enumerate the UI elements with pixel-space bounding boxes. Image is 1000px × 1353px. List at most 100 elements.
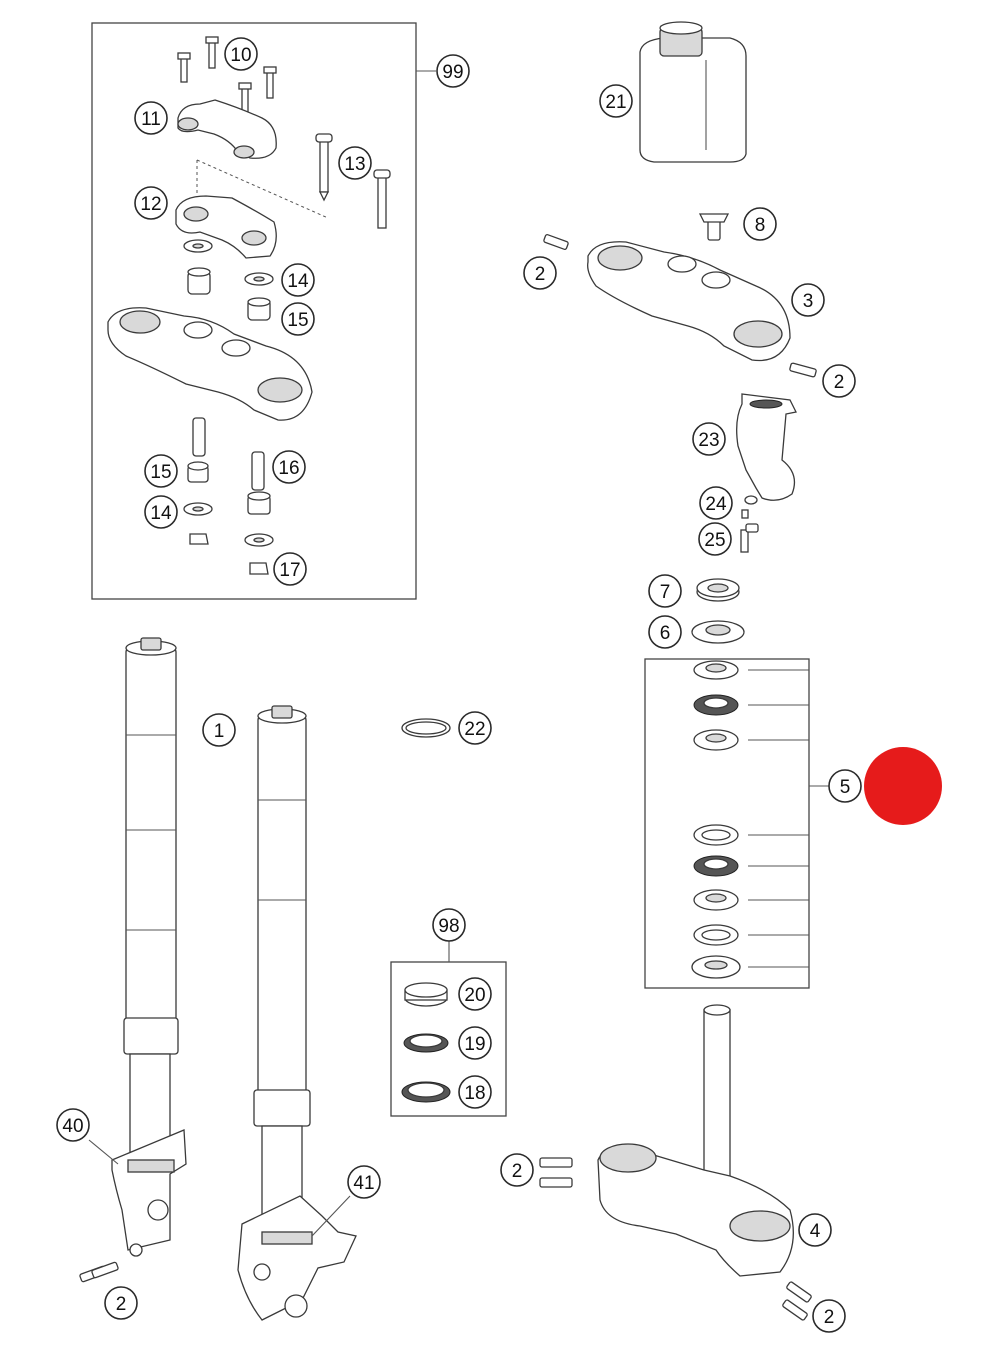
callout-18: 18: [458, 1075, 492, 1109]
callout-circle: [134, 101, 168, 135]
callout-circle: [56, 1108, 90, 1142]
pins-16: [192, 417, 265, 491]
callout-circle: [828, 769, 862, 803]
callout-circle: [798, 1213, 832, 1247]
callout-circle: [144, 495, 178, 529]
highlight-marker[interactable]: [864, 747, 942, 825]
callout-circle: [599, 84, 633, 118]
screw-25: [740, 529, 749, 553]
callout-circle: [281, 263, 315, 297]
callout-number: 20: [464, 985, 485, 1006]
callout-99: 99: [436, 54, 470, 88]
callout-circle: [743, 207, 777, 241]
washer-24: [744, 495, 758, 505]
callout-circle: [698, 522, 732, 556]
seal-6: [691, 620, 745, 644]
callout-2: 2: [812, 1299, 846, 1333]
callout-2: 2: [500, 1153, 534, 1187]
callout-circle: [791, 283, 825, 317]
callout-4: 4: [798, 1213, 832, 1247]
kit-99-frame: [91, 22, 417, 600]
callout-40: 40: [56, 1108, 90, 1142]
callout-3: 3: [791, 283, 825, 317]
callout-circle: [812, 1299, 846, 1333]
callout-circle: [104, 1286, 138, 1320]
callout-number: 4: [810, 1221, 821, 1242]
callout-41: 41: [347, 1165, 381, 1199]
callout-circle: [202, 713, 236, 747]
bolts-10: [177, 36, 277, 113]
callout-number: 2: [834, 372, 845, 393]
callout-circle: [648, 574, 682, 608]
bracket-23: [736, 393, 797, 501]
callout-number: 18: [464, 1083, 485, 1104]
callout-number: 99: [442, 62, 463, 83]
callout-20: 20: [458, 977, 492, 1011]
nuts-14-15-17: [183, 461, 274, 575]
callout-circle: [347, 1165, 381, 1199]
callout-21: 21: [599, 84, 633, 118]
callout-circle: [272, 450, 306, 484]
callout-number: 7: [660, 582, 671, 603]
kit-5-leaders: [748, 669, 830, 968]
callout-number: 40: [62, 1116, 83, 1137]
callout-number: 1: [214, 721, 225, 742]
callout-number: 16: [278, 458, 299, 479]
bolts-2-bottom-right: [782, 1281, 812, 1321]
callout-number: 23: [698, 430, 719, 451]
bolts-2-lower-clamp: [539, 1157, 573, 1188]
callout-circle: [648, 615, 682, 649]
callout-2: 2: [523, 256, 557, 290]
callout-7: 7: [648, 574, 682, 608]
callout-circle: [500, 1153, 534, 1187]
callout-circle: [281, 302, 315, 336]
callout-25: 25: [698, 522, 732, 556]
callout-number: 2: [824, 1307, 835, 1328]
callout-circle: [432, 908, 466, 942]
callout-number: 13: [344, 154, 365, 175]
callout-number: 12: [140, 194, 161, 215]
callout-number: 15: [150, 462, 171, 483]
callout-10: 10: [224, 37, 258, 71]
callout-13: 13: [338, 146, 372, 180]
callout-number: 25: [704, 530, 725, 551]
callout-circle: [458, 1026, 492, 1060]
callout-number: 98: [438, 916, 459, 937]
callout-12: 12: [134, 186, 168, 220]
callout-number: 8: [755, 215, 766, 236]
callout-circle: [436, 54, 470, 88]
callout-11: 11: [134, 101, 168, 135]
callout-number: 17: [279, 560, 300, 581]
callout-15: 15: [281, 302, 315, 336]
bolt-13: [315, 133, 391, 229]
callout-24: 24: [699, 486, 733, 520]
kit-5-frame: [644, 658, 810, 989]
ring-7: [696, 578, 740, 602]
callout-number: 24: [705, 494, 727, 515]
callout-98: 98: [432, 908, 466, 942]
fork-oil-bottle-21: [639, 21, 747, 163]
callout-2: 2: [104, 1286, 138, 1320]
callout-16: 16: [272, 450, 306, 484]
callout-number: 14: [287, 271, 309, 292]
bolt-2-top: [543, 234, 569, 250]
bolts-2-bottom-left: [79, 1261, 119, 1283]
callout-leaders: [88, 1139, 351, 1237]
callout-number: 10: [230, 45, 251, 66]
callout-14: 14: [281, 263, 315, 297]
callout-circle: [822, 364, 856, 398]
nut-24: [741, 509, 749, 519]
callout-circle: [144, 454, 178, 488]
callout-number: 14: [150, 503, 172, 524]
callout-circle: [224, 37, 258, 71]
callout-19: 19: [458, 1026, 492, 1060]
kit-5-bearings: [691, 660, 741, 979]
handlebar-clamp-11: [177, 99, 277, 159]
callout-number: 2: [535, 264, 546, 285]
callout-number: 41: [353, 1173, 374, 1194]
callout-number: 3: [803, 291, 814, 312]
callout-circle: [523, 256, 557, 290]
callout-number: 2: [512, 1161, 523, 1182]
callout-number: 15: [287, 310, 308, 331]
